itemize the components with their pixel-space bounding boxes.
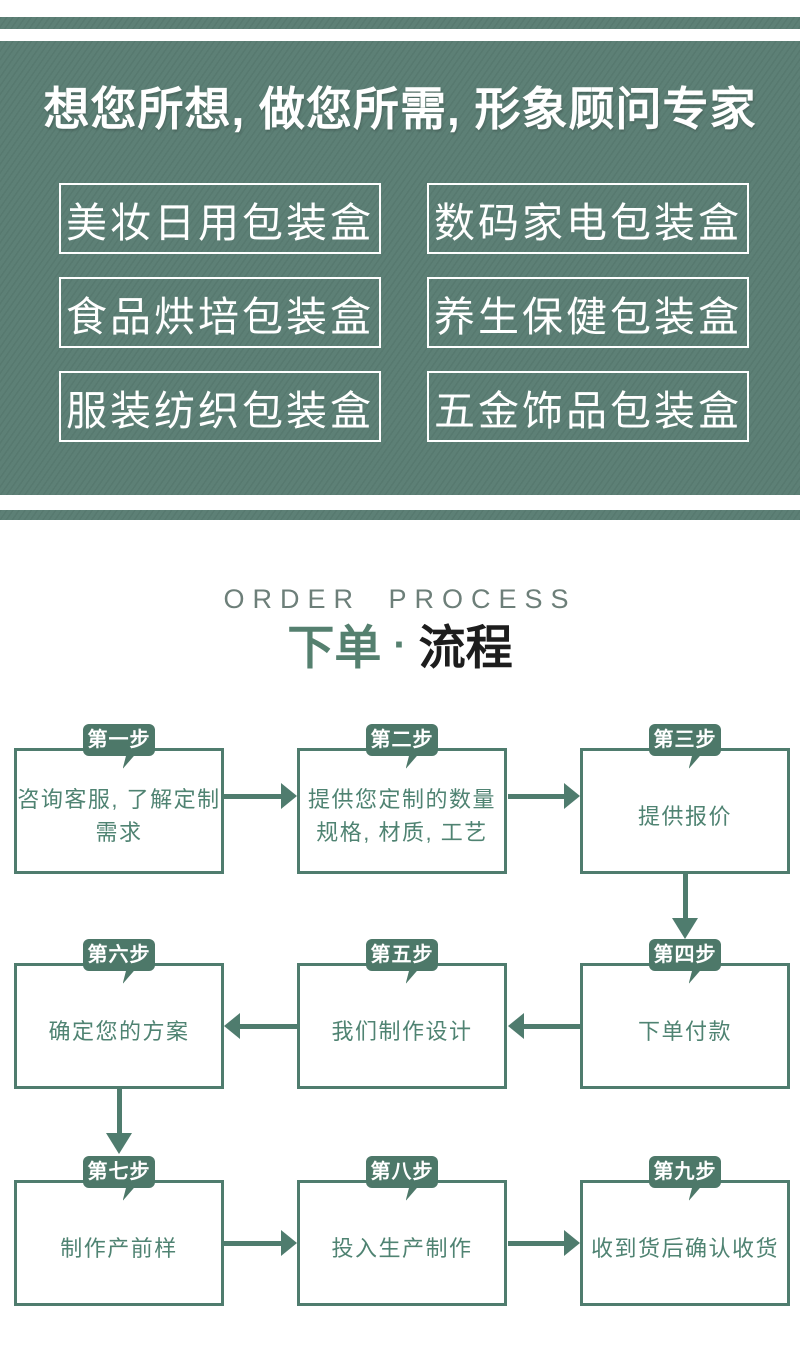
divider-white-strip	[0, 495, 800, 510]
step-badge-7: 第七步	[83, 1156, 155, 1201]
step-text: 规格, 材质, 工艺	[316, 820, 488, 845]
step-badge-label: 第二步	[370, 729, 434, 751]
step-badge-label: 第九步	[653, 1161, 717, 1183]
badge-tail	[688, 969, 702, 984]
arrow-shaft	[508, 1241, 566, 1246]
step-badge-label: 第五步	[370, 944, 434, 966]
arrow-shaft	[238, 1024, 297, 1029]
badge-tail	[122, 1186, 136, 1201]
step-text: 我们制作设计	[331, 1018, 473, 1044]
category-box-beauty: 美妆日用包装盒	[59, 183, 381, 254]
step-badge-label: 第七步	[87, 1161, 151, 1183]
category-box-apparel: 服装纺织包装盒	[59, 371, 381, 442]
step-box-4: 第四步 下单付款	[580, 939, 790, 1089]
step-box-6: 第六步 确定您的方案	[14, 939, 224, 1089]
step-badge-9: 第九步	[649, 1156, 721, 1201]
step-text: 咨询客服, 了解定制	[17, 787, 221, 812]
arrow-shaft	[683, 873, 688, 920]
hero-top-bar	[0, 17, 800, 29]
step-badge-8: 第八步	[366, 1156, 438, 1201]
step-text: 提供报价	[637, 803, 732, 829]
badge-tail	[405, 1186, 419, 1201]
process-title-dot: ·	[393, 623, 407, 667]
step-text: 需求	[95, 820, 143, 845]
hero-bottom-bar	[0, 510, 800, 520]
arrow-head-right	[281, 1230, 297, 1256]
top-white-strip	[0, 0, 800, 17]
process-title-main: 流程	[418, 621, 513, 674]
arrow-head-down	[672, 918, 698, 939]
arrow-head-right	[281, 783, 297, 809]
step-box-8: 第八步 投入生产制作	[297, 1156, 507, 1306]
badge-tail	[688, 754, 702, 769]
arrow-head-left	[508, 1013, 524, 1039]
step-box-2: 第二步 提供您定制的数量 规格, 材质, 工艺	[297, 724, 507, 874]
step-text: 投入生产制作	[331, 1235, 473, 1261]
category-box-digital: 数码家电包装盒	[427, 183, 749, 254]
step-text: 下单付款	[637, 1018, 732, 1044]
category-box-health: 养生保健包装盒	[427, 277, 749, 348]
process-title-accent: 下单	[287, 621, 382, 674]
category-label: 数码家电包装盒	[434, 199, 742, 246]
badge-tail	[688, 1186, 702, 1201]
category-label: 服装纺织包装盒	[66, 387, 374, 434]
step-text: 提供您定制的数量	[307, 787, 496, 812]
arrow-shaft	[224, 1241, 283, 1246]
arrow-head-down	[106, 1133, 132, 1154]
category-label: 五金饰品包装盒	[434, 387, 742, 434]
process-title: 下单·流程	[0, 616, 800, 674]
process-subtitle-en: ORDER PROCESS	[223, 584, 577, 614]
step-badge-4: 第四步	[649, 939, 721, 984]
step-box-1: 第一步 咨询客服, 了解定制 需求	[14, 724, 224, 874]
badge-tail	[405, 754, 419, 769]
step-badge-6: 第六步	[83, 939, 155, 984]
step-badge-label: 第一步	[87, 729, 151, 751]
category-label: 养生保健包装盒	[434, 293, 742, 340]
category-box-hardware: 五金饰品包装盒	[427, 371, 749, 442]
category-box-food: 食品烘培包装盒	[59, 277, 381, 348]
category-label: 美妆日用包装盒	[66, 199, 374, 246]
step-badge-3: 第三步	[649, 724, 721, 769]
step-text: 制作产前样	[60, 1235, 178, 1261]
hero-banner: 想您所想, 做您所需, 形象顾问专家 美妆日用包装盒 数码家电包装盒 食品烘培包…	[0, 41, 800, 495]
top-white-strip-2	[0, 29, 800, 41]
step-box-5: 第五步 我们制作设计	[297, 939, 507, 1089]
step-badge-label: 第六步	[87, 944, 151, 966]
arrow-shaft	[508, 794, 566, 799]
badge-tail	[405, 969, 419, 984]
step-box-3: 第三步 提供报价	[580, 724, 790, 874]
step-badge-label: 第三步	[653, 729, 717, 751]
order-process-section: ORDER PROCESS 下单·流程 第一步 咨询客服, 了解定制 需求 第二…	[0, 520, 800, 1372]
badge-tail	[122, 754, 136, 769]
arrow-shaft	[224, 794, 283, 799]
step-badge-2: 第二步	[366, 724, 438, 769]
arrow-shaft	[522, 1024, 580, 1029]
step-badge-label: 第四步	[653, 944, 717, 966]
step-badge-1: 第一步	[83, 724, 155, 769]
category-label: 食品烘培包装盒	[66, 293, 374, 340]
step-badge-label: 第八步	[370, 1161, 434, 1183]
badge-tail	[122, 969, 136, 984]
hero-title: 想您所想, 做您所需, 形象顾问专家	[43, 83, 757, 135]
arrow-head-left	[224, 1013, 240, 1039]
step-text: 收到货后确认收货	[590, 1235, 779, 1261]
step-badge-5: 第五步	[366, 939, 438, 984]
arrow-head-right	[564, 1230, 580, 1256]
step-text: 确定您的方案	[48, 1018, 190, 1044]
arrow-shaft	[117, 1088, 122, 1135]
arrow-head-right	[564, 783, 580, 809]
step-box-7: 第七步 制作产前样	[14, 1156, 224, 1306]
step-box-9: 第九步 收到货后确认收货	[580, 1156, 790, 1306]
